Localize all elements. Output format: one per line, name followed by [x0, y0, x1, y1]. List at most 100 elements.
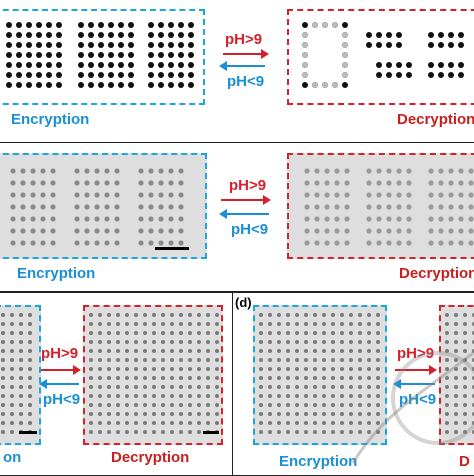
panel-a-ph-backward: pH<9	[227, 73, 265, 90]
array-dot	[463, 421, 467, 425]
array-dot	[118, 72, 124, 78]
array-dot	[314, 228, 320, 234]
array-dot	[463, 367, 467, 371]
panel-c-encryption-label: on	[3, 449, 22, 466]
array-dot	[445, 385, 449, 389]
array-dot	[28, 385, 32, 389]
array-dot	[89, 340, 93, 344]
array-dot	[178, 192, 184, 198]
array-dot	[340, 412, 344, 416]
digit-dot	[342, 72, 348, 78]
array-dot	[324, 180, 330, 186]
array-dot	[20, 216, 26, 222]
array-dot	[376, 192, 382, 198]
array-dot	[304, 349, 308, 353]
array-dot	[143, 412, 147, 416]
array-dot	[6, 62, 12, 68]
array-dot	[134, 394, 138, 398]
array-dot	[188, 358, 192, 362]
array-dot	[358, 367, 362, 371]
array-dot	[1, 349, 5, 353]
digit-dot	[302, 42, 308, 48]
array-dot	[386, 204, 392, 210]
array-dot	[313, 385, 317, 389]
array-dot	[358, 376, 362, 380]
panel-c-backward-arrow	[39, 379, 79, 389]
array-dot	[16, 22, 22, 28]
array-dot	[376, 331, 380, 335]
array-dot	[148, 204, 154, 210]
array-dot	[366, 204, 372, 210]
array-dot	[445, 331, 449, 335]
array-dot	[458, 72, 464, 78]
array-dot	[134, 367, 138, 371]
array-dot	[340, 331, 344, 335]
array-dot	[28, 412, 32, 416]
array-dot	[188, 430, 192, 434]
array-dot	[197, 394, 201, 398]
array-dot	[406, 204, 412, 210]
array-dot	[334, 204, 340, 210]
array-dot	[178, 240, 184, 246]
array-dot	[188, 42, 194, 48]
array-dot	[1, 421, 5, 425]
array-dot	[340, 385, 344, 389]
array-dot	[286, 313, 290, 317]
array-dot	[206, 412, 210, 416]
array-dot	[268, 430, 272, 434]
array-dot	[324, 168, 330, 174]
array-dot	[138, 204, 144, 210]
array-dot	[376, 32, 382, 38]
array-dot	[19, 421, 23, 425]
array-dot	[268, 331, 272, 335]
array-dot	[98, 349, 102, 353]
array-dot	[170, 340, 174, 344]
array-dot	[98, 52, 104, 58]
array-dot	[10, 168, 16, 174]
array-dot	[74, 204, 80, 210]
array-dot	[128, 52, 134, 58]
array-dot	[30, 180, 36, 186]
array-dot	[158, 228, 164, 234]
array-dot	[468, 228, 474, 234]
array-dot	[324, 204, 330, 210]
array-dot	[304, 358, 308, 362]
array-dot	[19, 340, 23, 344]
array-dot	[158, 82, 164, 88]
array-dot	[376, 430, 380, 434]
array-dot	[188, 22, 194, 28]
digit-dot	[312, 82, 318, 88]
array-dot	[215, 394, 219, 398]
array-dot	[168, 168, 174, 174]
array-dot	[46, 22, 52, 28]
array-dot	[134, 322, 138, 326]
array-dot	[428, 42, 434, 48]
array-dot	[259, 430, 263, 434]
array-dot	[148, 82, 154, 88]
panel-c-encryption-box	[0, 305, 41, 445]
array-dot	[158, 204, 164, 210]
array-dot	[304, 412, 308, 416]
array-dot	[367, 403, 371, 407]
array-dot	[448, 42, 454, 48]
array-dot	[138, 168, 144, 174]
array-dot	[50, 216, 56, 222]
array-dot	[376, 240, 382, 246]
array-dot	[28, 358, 32, 362]
array-dot	[40, 216, 46, 222]
array-dot	[367, 349, 371, 353]
array-dot	[10, 421, 14, 425]
array-dot	[454, 313, 458, 317]
array-dot	[161, 331, 165, 335]
array-dot	[28, 322, 32, 326]
array-dot	[84, 192, 90, 198]
array-dot	[6, 72, 12, 78]
array-dot	[10, 349, 14, 353]
array-dot	[40, 204, 46, 210]
array-dot	[178, 72, 184, 78]
array-dot	[206, 385, 210, 389]
array-dot	[406, 72, 412, 78]
array-dot	[161, 313, 165, 317]
array-dot	[331, 340, 335, 344]
array-dot	[89, 367, 93, 371]
